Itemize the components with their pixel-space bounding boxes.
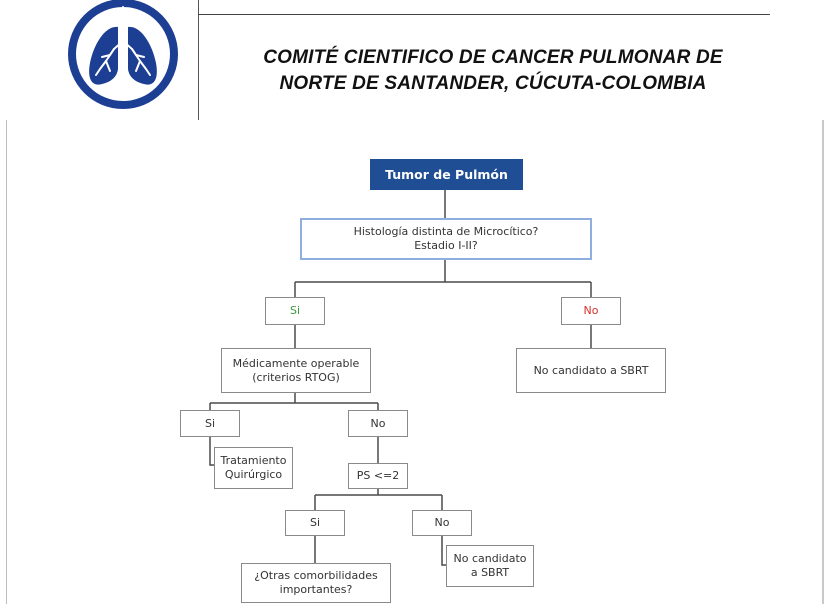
flowchart-panel: Tumor de Pulmón Histología distinta de M…: [0, 120, 824, 604]
node-yes-1: Si: [265, 297, 325, 325]
node-yes-3: Si: [285, 510, 345, 536]
node-no-candidato-sbrt-1: No candidato a SBRT: [516, 348, 666, 393]
header-vertical-divider: [198, 0, 199, 120]
connector-q3no-nosbrt: [441, 536, 446, 566]
header-horizontal-rule: [198, 14, 770, 15]
node-ps-question: PS <=2: [348, 463, 408, 489]
node-no-3: No: [412, 510, 472, 536]
header: COMITÉ CIENTIFICO DE CANCER PULMONAR DE …: [0, 0, 824, 120]
node-tumor-de-pulmon: Tumor de Pulmón: [370, 159, 523, 190]
flowchart-connectors: [209, 190, 592, 566]
node-tratamiento-quirurgico: Tratamiento Quirúrgico: [214, 447, 293, 489]
panel-left-edge: [6, 120, 7, 604]
title-line-1: COMITÉ CIENTIFICO DE CANCER PULMONAR DE: [263, 47, 723, 68]
node-no-candidato-sbrt-2: No candidato a SBRT: [446, 545, 534, 587]
node-medically-operable: Médicamente operable (criterios RTOG): [221, 348, 371, 393]
panel-right-edge: [822, 120, 824, 604]
connector-q2yes-surgery: [209, 437, 214, 466]
node-histology-question: Histología distinta de Microcítico? Esta…: [300, 218, 592, 260]
lungs-icon: [68, 0, 178, 109]
node-no-1: No: [561, 297, 621, 325]
node-yes-2: Si: [180, 410, 240, 437]
node-no-2: No: [348, 410, 408, 437]
node-comorbidities-question: ¿Otras comorbilidades importantes?: [241, 563, 391, 603]
page-title: COMITÉ CIENTIFICO DE CANCER PULMONAR DE …: [200, 45, 786, 97]
title-line-2: NORTE DE SANTANDER, CÚCUTA-COLOMBIA: [279, 73, 707, 94]
